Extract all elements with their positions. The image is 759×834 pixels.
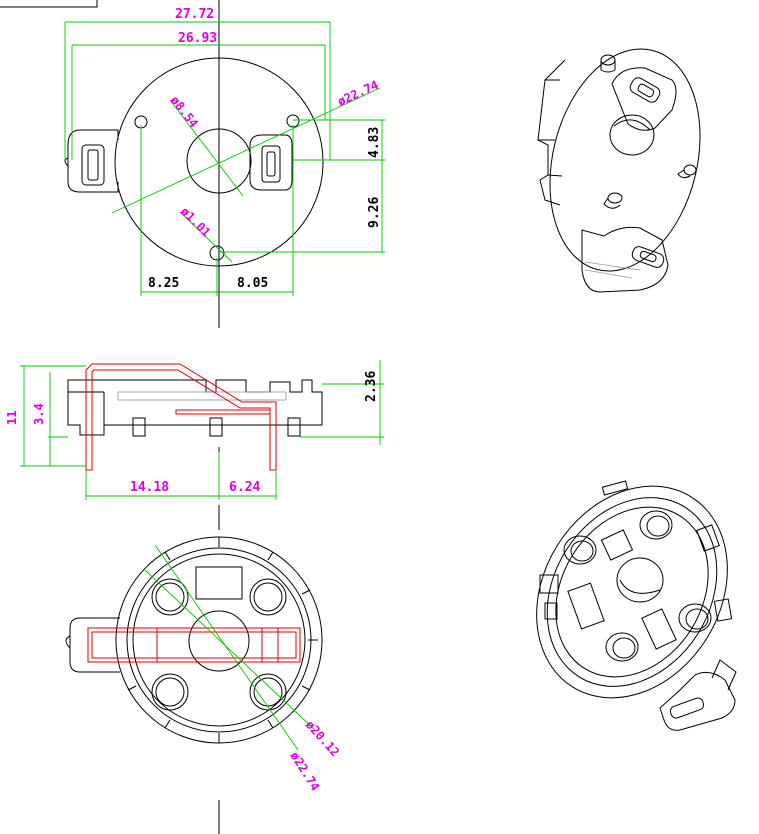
- dim-right-span: 6.24: [229, 480, 260, 495]
- dim-offset-upper: 4.83: [367, 127, 382, 158]
- isometric-view-top: [537, 48, 701, 293]
- dim-outer-diameter: ø22.74: [335, 78, 380, 109]
- bottom-view: [65, 505, 323, 834]
- dim-bottom-outer-diameter: ø22.74: [287, 749, 322, 793]
- dim-right-spacing: 8.05: [237, 276, 268, 291]
- title-block-fragment: [0, 0, 98, 8]
- dim-left-spacing: 8.25: [148, 276, 179, 291]
- dim-overall-width: 27.72: [175, 7, 214, 22]
- dim-pin-diameter: ø1.01: [178, 204, 213, 239]
- top-view: [64, 0, 385, 328]
- dim-hole-diameter: ø8.54: [168, 93, 201, 130]
- isometric-view-bottom: [536, 480, 737, 731]
- dim-left-span: 14.18: [130, 480, 169, 495]
- dim-base-height: 3.4: [32, 403, 46, 425]
- side-view: [20, 360, 384, 500]
- dim-bottom-inner-diameter: ø20.12: [303, 718, 342, 760]
- dim-inner-width: 26.93: [178, 31, 217, 46]
- dim-top-height: 2.36: [364, 371, 379, 402]
- dim-offset-lower: 9.26: [367, 197, 382, 228]
- dim-total-height: 11: [5, 411, 19, 425]
